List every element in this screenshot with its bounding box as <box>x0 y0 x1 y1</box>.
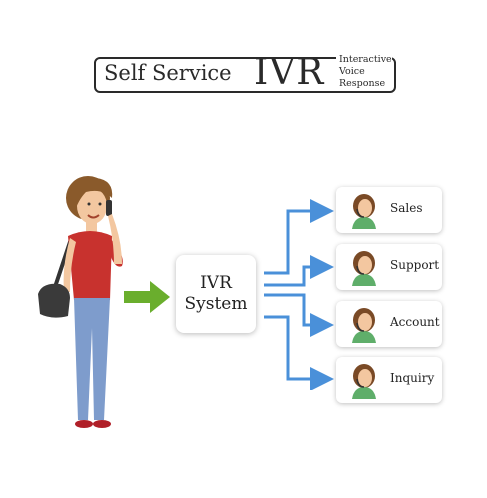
headset-agent-icon <box>352 308 376 343</box>
destination-label-account: Account <box>390 315 440 329</box>
destination-label-sales: Sales <box>390 201 423 215</box>
right-arrow-icon <box>124 281 170 313</box>
title-main: Self Service <box>104 61 232 85</box>
destination-support: Support <box>336 244 442 290</box>
ivr-system-line1: IVR <box>200 273 232 293</box>
headset-agent-icon <box>352 194 376 229</box>
destination-label-inquiry: Inquiry <box>390 371 435 385</box>
title-expansion: Interactive Voice Response <box>336 54 392 90</box>
routing-connectors <box>264 199 334 390</box>
woman-on-phone-icon <box>38 176 123 428</box>
headset-agent-icon <box>352 251 376 286</box>
ivr-system-box: IVR System <box>176 255 256 333</box>
destination-label-support: Support <box>390 258 440 272</box>
destination-inquiry: Inquiry <box>336 357 442 403</box>
title-acronym: IVR <box>254 52 325 93</box>
ivr-system-line2: System <box>184 294 248 314</box>
title-banner: Self Service IVR Interactive Voice Respo… <box>94 52 396 93</box>
destination-sales: Sales <box>336 187 442 233</box>
destination-account: Account <box>336 301 442 347</box>
headset-agent-icon <box>352 364 376 399</box>
